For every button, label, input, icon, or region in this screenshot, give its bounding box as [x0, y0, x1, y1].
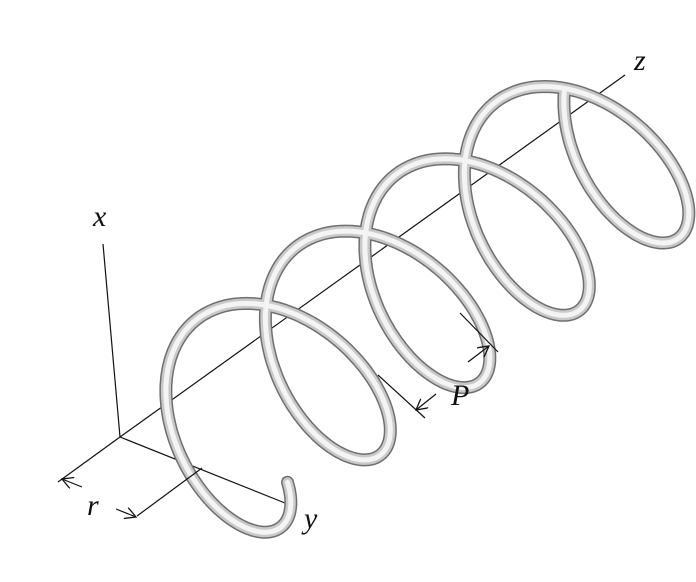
pitch-arrow-upper [467, 346, 489, 363]
helix-outline [159, 80, 696, 539]
z-axis-label: z [633, 44, 646, 77]
pitch-label: P [450, 379, 469, 412]
helix-spring [159, 80, 696, 539]
axes [102, 74, 626, 506]
radius-arrow-right [115, 509, 136, 517]
radius-label: r [87, 489, 99, 522]
pitch-extension-2 [459, 312, 499, 353]
x-axis-label: x [92, 200, 107, 233]
helix-highlight [163, 84, 692, 535]
y-axis [119, 436, 291, 506]
radius-arrow-left [62, 479, 83, 487]
z-axis [119, 74, 626, 438]
y-axis-label: y [301, 502, 318, 535]
radius-dimension [57, 436, 203, 517]
pitch-dimension [377, 312, 499, 419]
pitch-arrow-lower [416, 393, 437, 410]
radius-extension-helix [136, 467, 203, 517]
radius-extension-axis [57, 436, 121, 483]
x-axis [102, 243, 121, 438]
